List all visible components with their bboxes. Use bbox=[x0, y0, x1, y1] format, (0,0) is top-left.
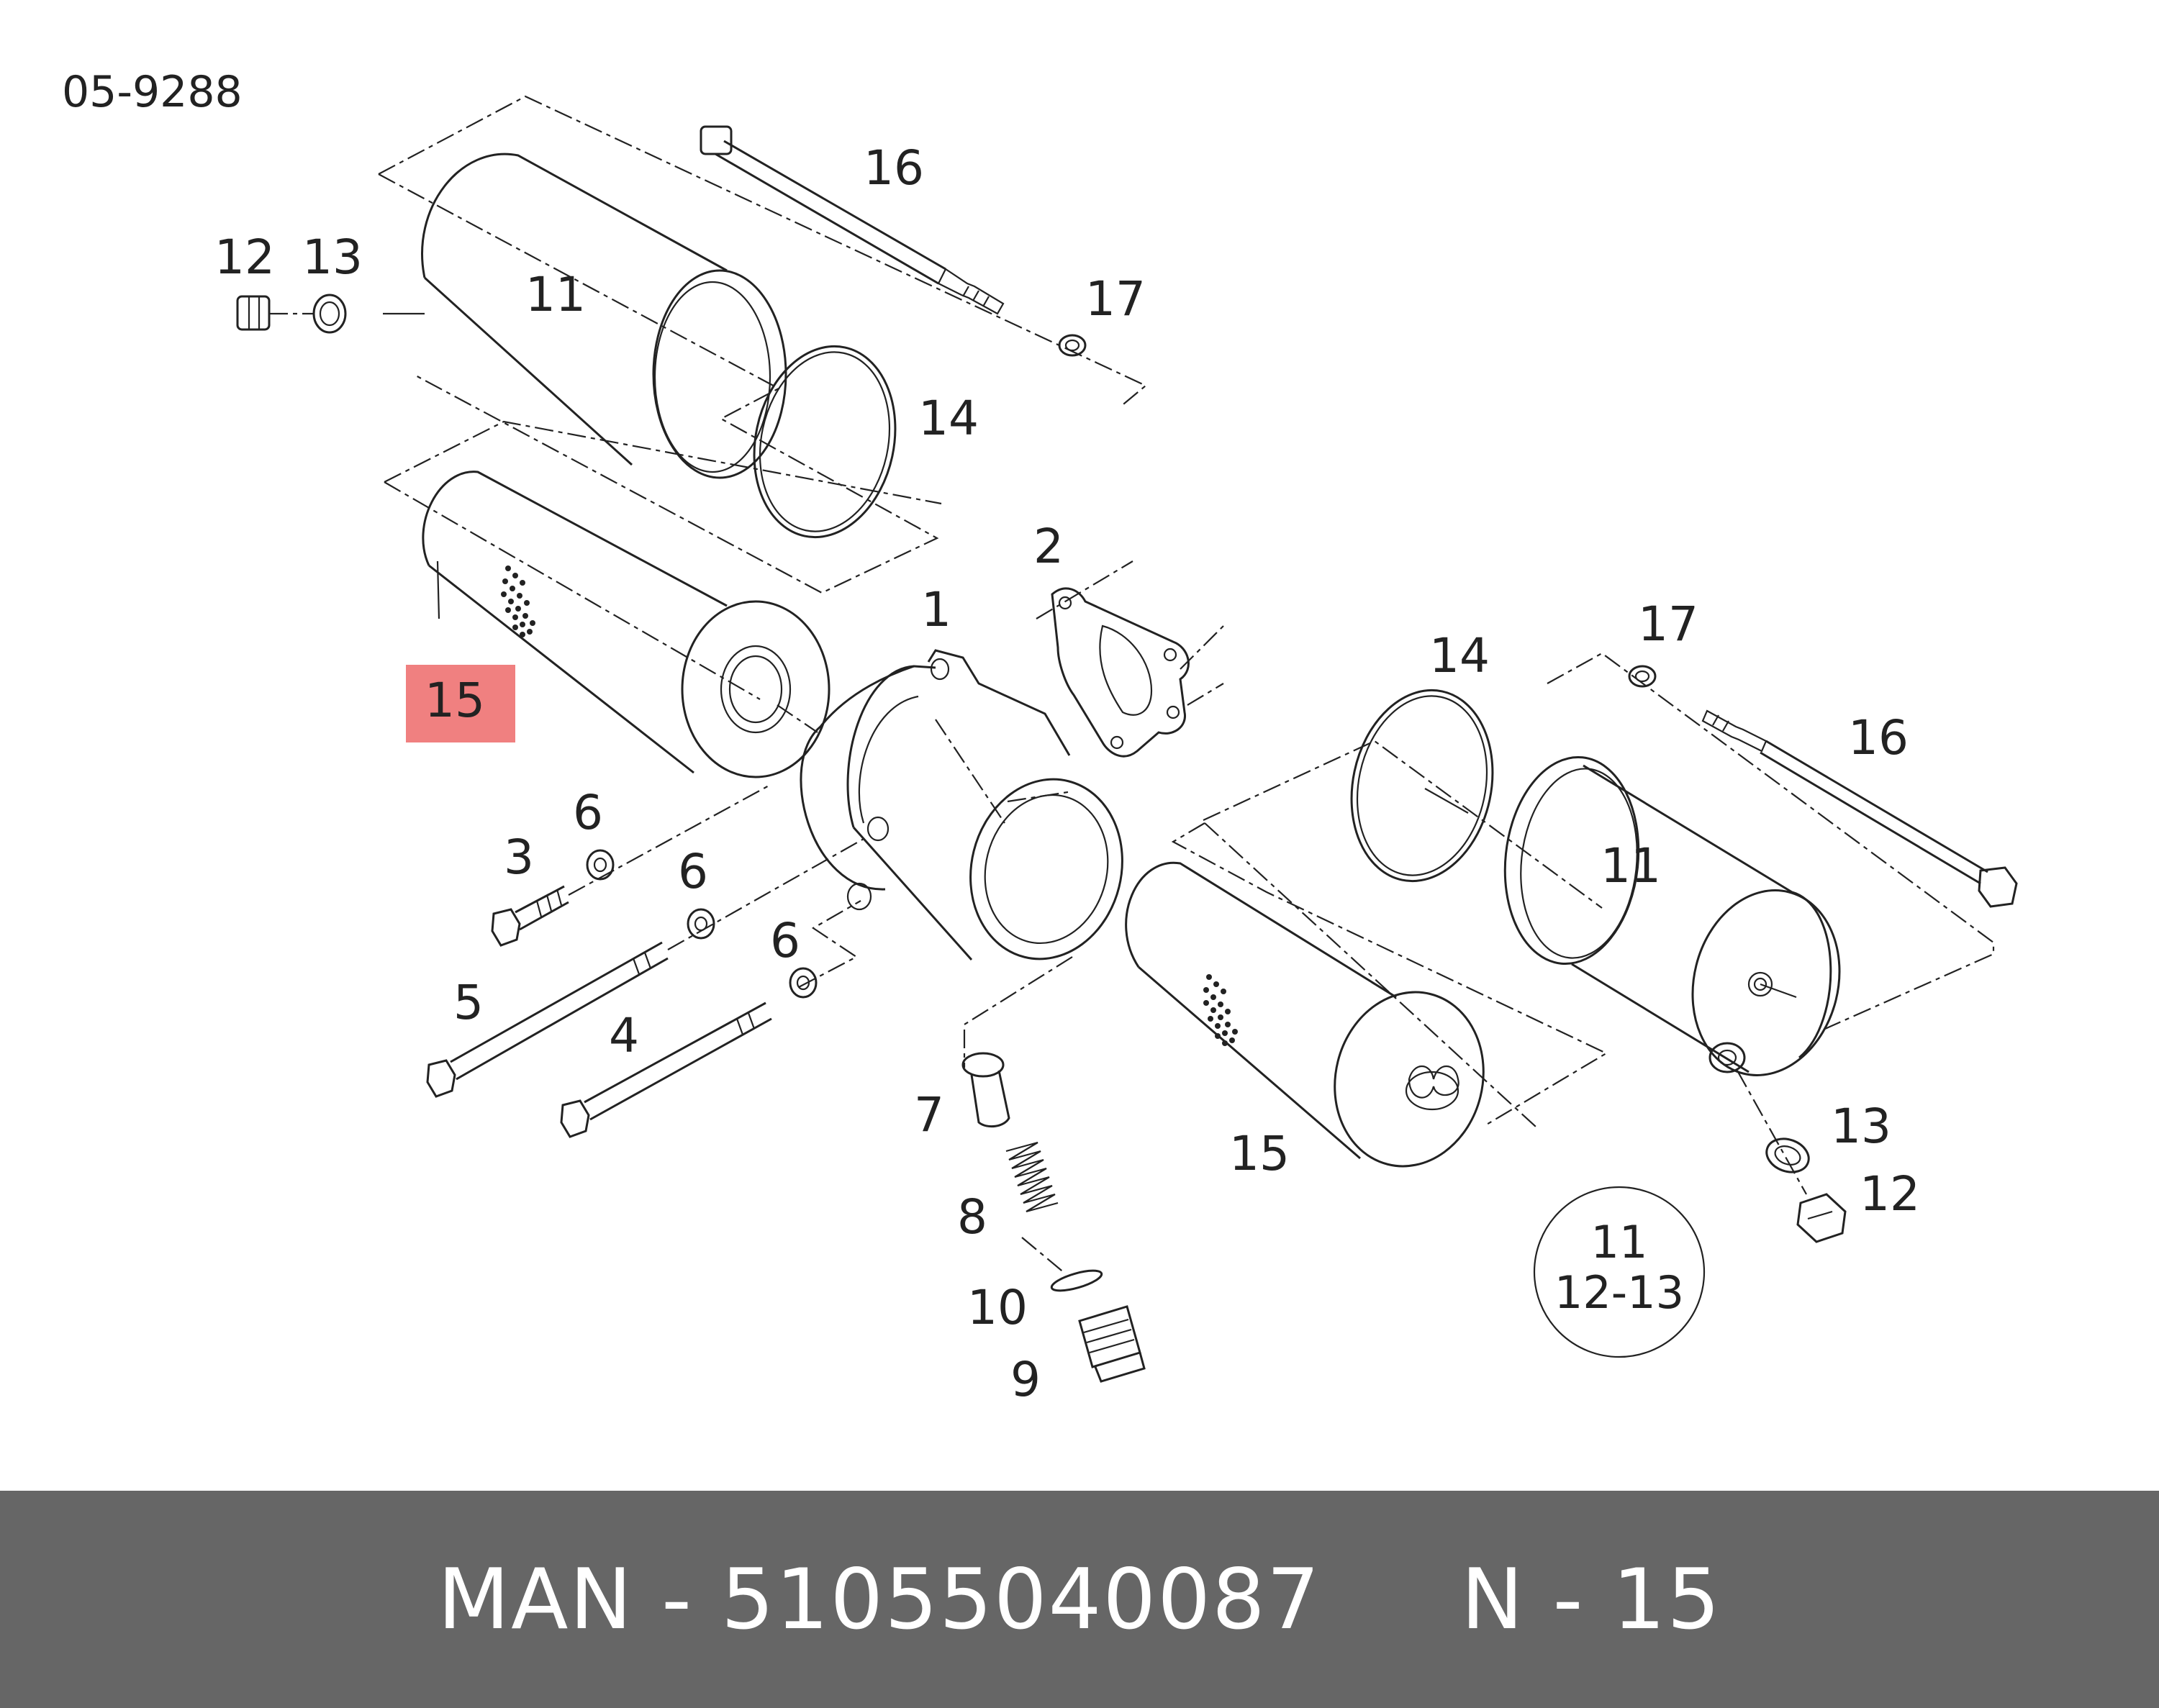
diagram-position: N - 15 bbox=[1461, 1550, 1722, 1648]
callout-11-top: 11 bbox=[525, 267, 586, 322]
callout-11-right: 11 bbox=[1601, 838, 1661, 894]
callout-15-left: 15 bbox=[425, 673, 485, 728]
callout-12-top: 12 bbox=[214, 230, 275, 285]
filter-element-left bbox=[422, 471, 830, 778]
callout-6-b: 6 bbox=[678, 844, 708, 899]
bolts-and-washers bbox=[426, 783, 864, 1138]
callout-2: 2 bbox=[1033, 519, 1064, 574]
callout-8: 8 bbox=[957, 1189, 987, 1245]
callout-16-top: 16 bbox=[864, 140, 924, 196]
exploded-parts-diagram: 05-9288 16 12 13 11 17 14 2 1 15 6 3 6 5… bbox=[62, 67, 2018, 1407]
kit-note-line-2: 12-13 bbox=[1554, 1266, 1684, 1319]
kit-note-circle bbox=[1533, 1186, 1706, 1358]
gasket bbox=[1036, 560, 1224, 758]
callout-4: 4 bbox=[609, 1008, 639, 1063]
callout-1: 1 bbox=[921, 582, 951, 637]
brand-name: MAN bbox=[437, 1550, 634, 1648]
highlight-box bbox=[406, 665, 515, 742]
filter-head-body bbox=[800, 649, 1123, 960]
callout-10: 10 bbox=[967, 1280, 1028, 1335]
diagram-code: 05-9288 bbox=[62, 67, 243, 117]
callout-17-top: 17 bbox=[1085, 271, 1146, 327]
bypass-valve-parts bbox=[961, 956, 1146, 1383]
upper-filter-housing-group bbox=[236, 95, 1148, 700]
callout-14-right: 14 bbox=[1429, 628, 1490, 683]
callout-6-a: 6 bbox=[573, 785, 603, 840]
callout-9: 9 bbox=[1010, 1352, 1041, 1407]
callout-13-right: 13 bbox=[1831, 1099, 1891, 1154]
filter-element-right bbox=[1125, 822, 1608, 1168]
callout-5: 5 bbox=[453, 975, 484, 1030]
callout-16-right: 16 bbox=[1848, 710, 1909, 766]
lower-filter-housing-group bbox=[1203, 652, 2018, 1243]
callout-6-c: 6 bbox=[770, 913, 800, 968]
callout-13-top: 13 bbox=[302, 230, 363, 285]
kit-note-line-1: 11 bbox=[1591, 1216, 1648, 1268]
part-info-text: MAN - 51055040087 N - 15 bbox=[437, 1550, 1722, 1648]
part-number: 51055040087 bbox=[720, 1550, 1321, 1648]
callout-17-right: 17 bbox=[1638, 596, 1698, 652]
callout-12-right: 12 bbox=[1860, 1166, 1920, 1222]
part-info-footer: MAN - 51055040087 N - 15 bbox=[0, 1491, 2159, 1708]
callout-14-top: 14 bbox=[918, 391, 979, 446]
callout-3: 3 bbox=[504, 830, 534, 885]
callout-7: 7 bbox=[914, 1087, 944, 1143]
callout-15-mid: 15 bbox=[1229, 1126, 1290, 1181]
